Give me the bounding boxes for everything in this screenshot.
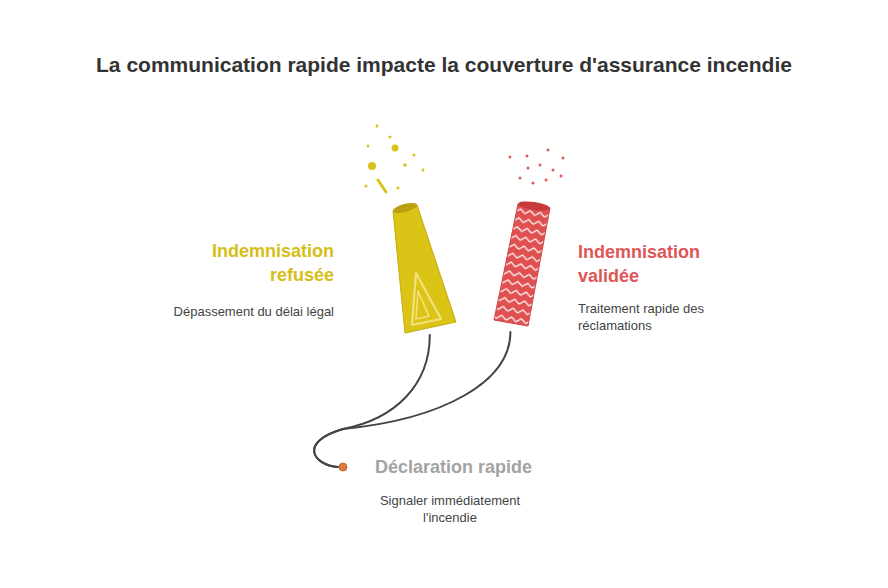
yellow-cracker-shape xyxy=(385,195,465,335)
diagram-title: La communication rapide impacte la couve… xyxy=(0,53,888,77)
origin-dot-shape xyxy=(338,462,348,472)
red-sparks xyxy=(509,149,565,185)
fuse-wire xyxy=(314,335,430,467)
red-cracker: Indemnisation validéeTraitement rapide d… xyxy=(488,192,558,332)
fuse-wire xyxy=(314,332,510,467)
red-cracker-shape xyxy=(488,192,558,332)
origin-heading: Déclaration rapide xyxy=(375,455,532,479)
cracker-description: Traitement rapide des réclamations xyxy=(578,300,728,334)
cracker-description: Dépassement du délai légal xyxy=(104,303,334,320)
origin-description: Signaler immédiatement l'incendie xyxy=(360,492,540,526)
cracker-heading: Indemnisation refusée xyxy=(194,239,334,287)
yellow-sparks xyxy=(365,125,425,193)
cracker-heading: Indemnisation validée xyxy=(578,240,718,288)
origin-dot: Déclaration rapideSignaler immédiatement… xyxy=(338,462,348,472)
yellow-cracker: Indemnisation refuséeDépassement du déla… xyxy=(385,195,465,335)
